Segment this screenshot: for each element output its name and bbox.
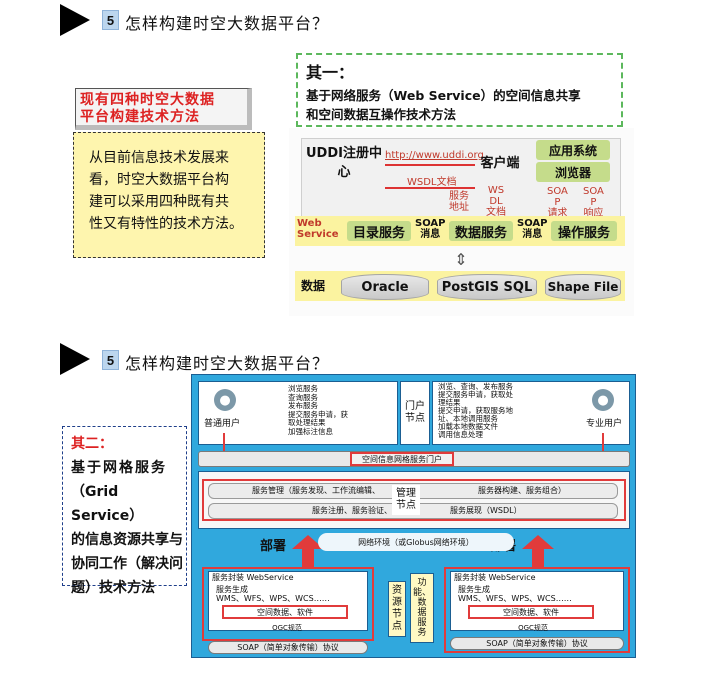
connector	[602, 433, 604, 455]
management-row-right: 服务器构建、服务组合）	[478, 486, 566, 495]
ogc-label: OGC规范	[518, 624, 548, 632]
function-data-service-label: 功能、数据服务	[410, 573, 434, 643]
section-arrow-icon	[60, 4, 90, 36]
wsdl-doc-label: WSDL文档	[407, 177, 457, 188]
client-label: 客户端	[480, 155, 520, 171]
method-one-box: 其一： 基于网络服务（Web Service）的空间信息共享 和空间数据互操作技…	[296, 53, 623, 127]
resource-node-left	[208, 571, 368, 631]
method-two-text: 的信息资源共享与	[71, 532, 183, 548]
operation-service-box: 操作服务	[551, 221, 617, 241]
methods-title-line: 现有四种时空大数据	[80, 92, 215, 108]
methods-title-box: 现有四种时空大数据 平台构建技术方法	[75, 88, 252, 130]
methods-body-line: 看，时空大数据平台构	[89, 172, 229, 188]
general-user-icon: ●	[214, 389, 236, 411]
section-number: 5	[102, 10, 119, 30]
method-two-text: 题）技术方法	[71, 580, 155, 596]
management-highlight	[202, 479, 626, 521]
deploy-label-left: 部署	[260, 539, 287, 554]
method-two-box: 其二： 基于网格服务 （Grid Service） 的信息资源共享与 协同工作（…	[62, 426, 187, 596]
methods-body-box: 从目前信息技术发展来 看，时空大数据平台构 建可以采用四种既有共 性又有特性的技…	[73, 132, 265, 258]
oracle-db: Oracle	[341, 274, 429, 300]
expert-user-features: 浏览、查询、发布服务 提交服务申请，获取处 理结果 提交申请，获取服务地 址、本…	[438, 382, 513, 439]
data-service-box: 数据服务	[449, 221, 513, 241]
expert-user-panel	[432, 381, 630, 445]
general-user-panel	[198, 381, 398, 445]
resource-node-left-border	[202, 567, 374, 641]
management-node: 管理节点	[392, 485, 420, 515]
section-arrow-icon	[60, 343, 90, 375]
shapefile-db: Shape File	[545, 274, 621, 300]
methods-title-line: 平台构建技术方法	[80, 109, 200, 125]
management-row-right: 服务展现（WSDL）	[450, 506, 522, 515]
service-pack-label: 服务封装 WebService	[212, 573, 294, 582]
web-service-diagram: UDDI注册中心 http://www.uddi.org WSDL文档 客户端 …	[289, 128, 634, 316]
double-arrow-icon: ⇕	[454, 249, 468, 269]
method-two-heading: 其二：	[71, 436, 113, 452]
deploy-up-arrow-icon	[522, 535, 554, 549]
app-system-box: 应用系统	[536, 140, 610, 160]
connector	[385, 187, 475, 189]
uddi-url: http://www.uddi.org	[385, 150, 484, 161]
expert-user-label: 专业用户	[586, 419, 623, 429]
deploy-arrow-shaft	[302, 549, 314, 567]
method-two-text: 基于网格服务	[71, 460, 167, 476]
methods-body-line: 建可以采用四种既有共	[89, 194, 229, 210]
section-title: 怎样构建时空大数据平台？	[125, 354, 330, 373]
soap-protocol-left: SOAP（简单对象传输）协议	[208, 641, 368, 654]
method-one-text: 和空间数据互操作技术方法	[306, 107, 457, 122]
resource-node-right	[450, 571, 624, 631]
method-one-heading: 其一：	[306, 63, 355, 82]
portal-node: 门户节点	[400, 381, 430, 445]
spatial-data-label: 空间数据、软件	[222, 605, 348, 619]
management-row-left: 服务管理（服务发现、工作流编辑、	[252, 486, 380, 495]
method-two-text: 协同工作（解决问	[71, 556, 183, 572]
portal-bar-label: 空间信息网格服务门户	[350, 452, 454, 466]
uddi-registry: UDDI注册中心	[306, 146, 382, 180]
soap-protocol-right: SOAP（简单对象传输）协议	[450, 637, 624, 650]
methods-body-line: 从目前信息技术发展来	[89, 150, 229, 166]
deploy-arrow-shaft	[532, 549, 544, 567]
service-address-label: 服务地址	[449, 191, 469, 213]
expert-user-icon: ●	[592, 389, 614, 411]
method-one-text: 基于网络服务（Web Service）的空间信息共享	[306, 88, 581, 103]
resource-node-label: 资源节点	[388, 581, 406, 637]
spatial-data-label: 空间数据、软件	[468, 605, 594, 619]
connector	[223, 433, 225, 455]
deploy-up-arrow-icon	[292, 535, 324, 549]
browser-box: 浏览器	[536, 162, 610, 182]
connector	[385, 164, 475, 166]
general-user-features: 浏览服务 查询服务 发布服务 提交服务申请，获 取处理结果 加强标注信息	[288, 384, 348, 436]
management-row-left: 服务注册、服务验证、	[312, 506, 392, 515]
method-two-text: （Grid Service）	[71, 484, 144, 524]
methods-body-line: 性又有特性的技术方法。	[89, 216, 243, 232]
general-user-label: 普通用户	[204, 419, 241, 429]
network-environment: 网络环境（或Globus网络环境）	[318, 533, 514, 551]
data-label: 数据	[301, 279, 326, 293]
ogc-label: OGC规范	[272, 624, 302, 632]
grid-service-diagram: ● 普通用户 浏览服务 查询服务 发布服务 提交服务申请，获 取处理结果 加强标…	[191, 374, 636, 658]
postgis-db: PostGIS SQL	[437, 274, 537, 300]
catalog-service-box: 目录服务	[347, 221, 411, 241]
service-pack-label: 服务封装 WebService	[454, 573, 536, 582]
section-number: 5	[102, 350, 119, 370]
section-title: 怎样构建时空大数据平台？	[125, 14, 330, 33]
resource-node-right-border	[444, 567, 630, 653]
